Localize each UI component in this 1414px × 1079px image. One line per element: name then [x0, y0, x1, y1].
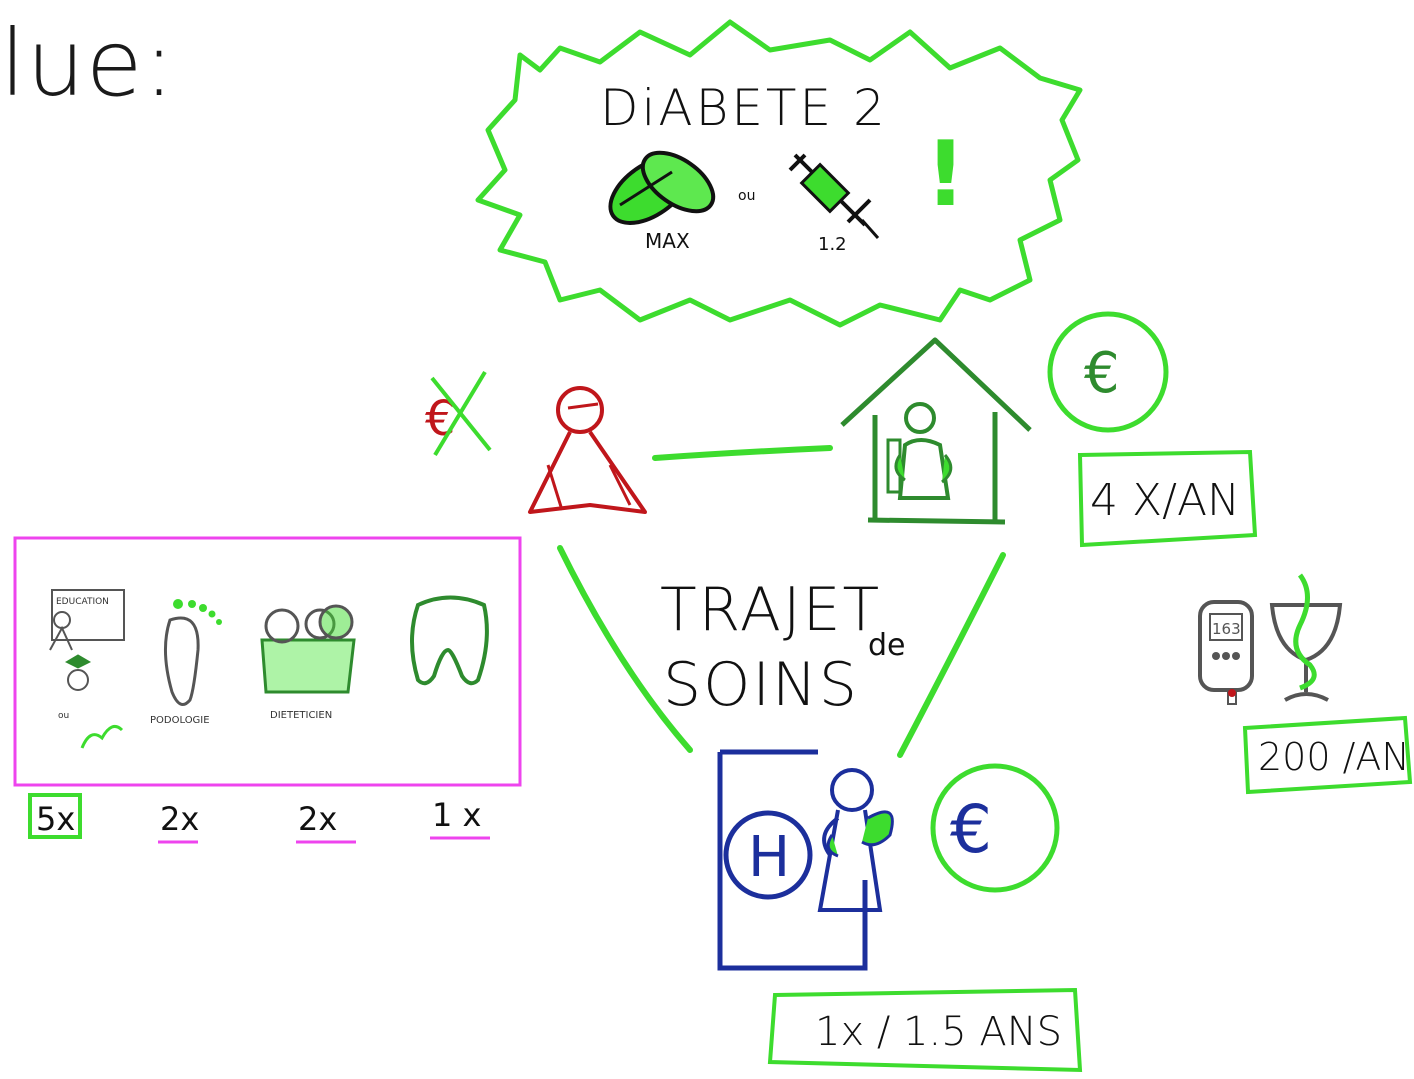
dental-item	[410, 595, 489, 686]
page-heading: lue:	[0, 10, 176, 117]
podology-count: 2x	[160, 800, 199, 838]
education-item: EDUCATION ou	[49, 589, 125, 749]
dietitian-item: DIETETICIEN	[260, 604, 356, 721]
exercise-icon	[80, 724, 124, 749]
de-label: de	[868, 628, 906, 663]
dietitian-label: DIETETICIEN	[270, 710, 332, 721]
or-label: ou	[738, 188, 755, 204]
bubble-outline	[475, 19, 1083, 328]
podology-label: PODOLOGIE	[150, 715, 210, 726]
dietitian-count: 2x	[298, 800, 337, 838]
hospital-frequency: 1x / 1.5 ANS	[815, 1009, 1062, 1055]
diabetes-bubble: DiABETE 2 MAX ou 1.2 !	[475, 19, 1083, 328]
podology-item: PODOLOGIE	[150, 599, 222, 726]
education-label: EDUCATION	[56, 597, 109, 607]
syringe-icon	[788, 153, 880, 239]
pharmacy-frequency: 200 /AN	[1258, 735, 1410, 779]
gp-frequency-box: 4 X/AN	[1077, 449, 1258, 548]
soins-label: SOINS	[663, 650, 859, 720]
max-label: MAX	[645, 229, 690, 253]
dental-count: 1 x	[432, 796, 481, 834]
paramedical-panel	[13, 536, 522, 787]
patient-gp-link	[652, 445, 833, 461]
dose-label: 1.2	[818, 234, 847, 255]
gp-house-icon	[840, 337, 1032, 525]
hospital-icon: H	[717, 749, 894, 971]
glucose-meter-icon: 163	[1198, 600, 1254, 705]
gp-euro-symbol: €	[1084, 341, 1120, 406]
hospital-euro-symbol: €	[950, 791, 992, 868]
food-basket-icon	[260, 638, 356, 694]
gp-frequency: 4 X/AN	[1090, 475, 1240, 526]
education-count-box	[28, 793, 82, 839]
foot-icon	[163, 616, 200, 706]
gp-hospital-link	[897, 552, 1006, 758]
hospital-cost-badge: €	[930, 763, 1060, 893]
bubble-title: DiABETE 2	[600, 79, 888, 137]
hospital-letter: H	[748, 825, 790, 890]
crossed-euro-icon: €	[425, 370, 492, 457]
pharmacy-cup-icon	[1269, 573, 1343, 702]
patient-figure	[528, 386, 647, 514]
exclamation-mark: !	[925, 122, 966, 227]
education-count: 5x	[36, 800, 75, 838]
hospital-frequency-box: 1x / 1.5 ANS	[767, 987, 1083, 1073]
patient-hospital-link	[557, 545, 693, 753]
trajet-label: TRAJET	[660, 575, 881, 645]
pharmacy-frequency-box: 200 /AN	[1242, 715, 1413, 795]
pill-icon	[608, 150, 716, 225]
meter-reading: 163	[1212, 620, 1241, 638]
tooth-icon	[410, 595, 489, 686]
education-sub-label: ou	[58, 711, 69, 721]
gp-cost-badge: €	[1047, 311, 1169, 433]
